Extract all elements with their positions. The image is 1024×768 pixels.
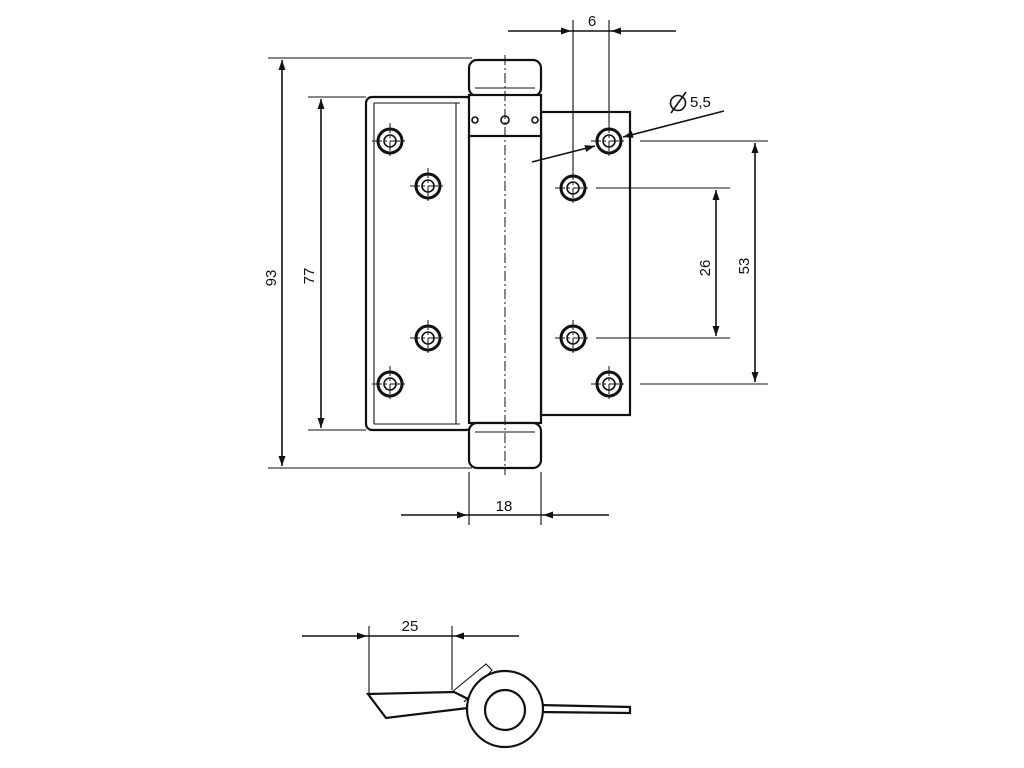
dimension-label-25: 25 [402,618,419,635]
hole [410,320,446,356]
dimension-label-77: 77 [301,268,318,285]
hole [410,168,446,204]
hole [591,123,627,159]
hole [372,123,408,159]
hinge-knuckle [467,55,543,475]
dimension-label-53: 53 [736,258,753,275]
dimension-leaf-height: 77 [301,96,366,431]
dimension-label-18: 18 [496,498,513,515]
dimension-side-width: 25 [302,618,519,694]
hole [555,320,591,356]
right-leaf-holes [555,123,627,402]
hinge-side-view: 25 [302,618,632,749]
diameter-symbol-icon [669,91,687,114]
right-leaf [539,110,632,417]
dimension-label-6: 6 [588,13,596,30]
dimension-label-93: 93 [263,270,280,287]
dimension-label-26: 26 [697,260,714,277]
dimension-hole-spacing-outer: 53 [640,140,768,385]
dimension-hole-spacing-inner: 26 [596,187,730,339]
hole [372,366,408,402]
dimension-knuckle-width: 18 [401,472,609,525]
hinge-front-view [364,55,632,475]
hole [591,366,627,402]
dimension-hole-diameter: 5,5 [531,91,725,163]
dimension-hole-offset: 6 [508,13,676,170]
dimension-label-5-5: 5,5 [690,94,711,111]
dimension-overall-height: 93 [263,57,472,469]
hole [555,170,591,206]
left-leaf-holes [372,123,446,402]
